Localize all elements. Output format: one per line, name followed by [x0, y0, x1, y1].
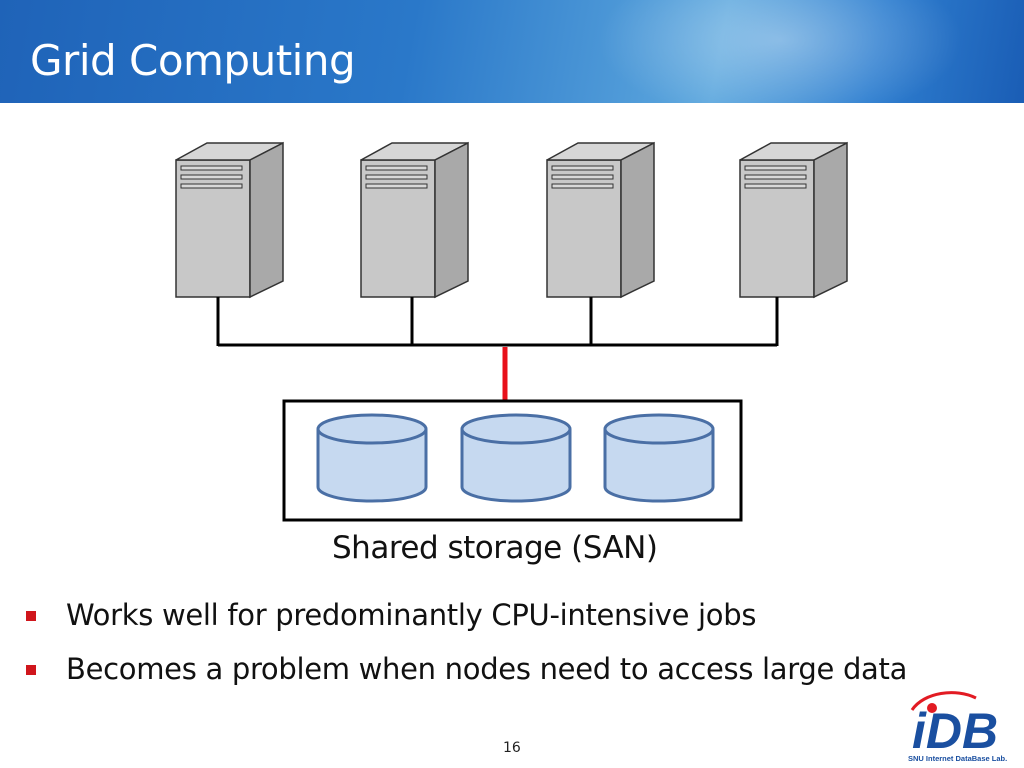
svg-text:iDB: iDB: [912, 703, 998, 759]
server-node-1: [175, 142, 284, 298]
server-icon: [360, 142, 469, 298]
slide-title: Grid Computing: [30, 36, 356, 85]
server-node-3: [546, 142, 655, 298]
disk-2: [460, 413, 572, 503]
server-icon: [546, 142, 655, 298]
disk-icon: [603, 413, 715, 503]
title-bar-sheen: [0, 0, 1024, 103]
disk-icon: [460, 413, 572, 503]
bullet-marker-icon: [26, 611, 36, 621]
disk-icon: [316, 413, 428, 503]
network-bus: [216, 297, 779, 347]
bullet-text: Becomes a problem when nodes need to acc…: [66, 652, 908, 686]
page-number: 16: [503, 740, 521, 756]
title-bar: Grid Computing: [0, 0, 1024, 103]
storage-caption: Shared storage (SAN): [332, 530, 658, 566]
bullet-text: Works well for predominantly CPU-intensi…: [66, 598, 757, 632]
server-icon: [739, 142, 848, 298]
grid-diagram: [175, 142, 848, 522]
disk-3: [603, 413, 715, 503]
disk-1: [316, 413, 428, 503]
server-node-2: [360, 142, 469, 298]
bullet-marker-icon: [26, 665, 36, 675]
svg-text:SNU Internet DataBase Lab.: SNU Internet DataBase Lab.: [908, 754, 1007, 763]
server-node-4: [739, 142, 848, 298]
idb-logo: iDB SNU Internet DataBase Lab.: [908, 691, 1007, 763]
server-icon: [175, 142, 284, 298]
